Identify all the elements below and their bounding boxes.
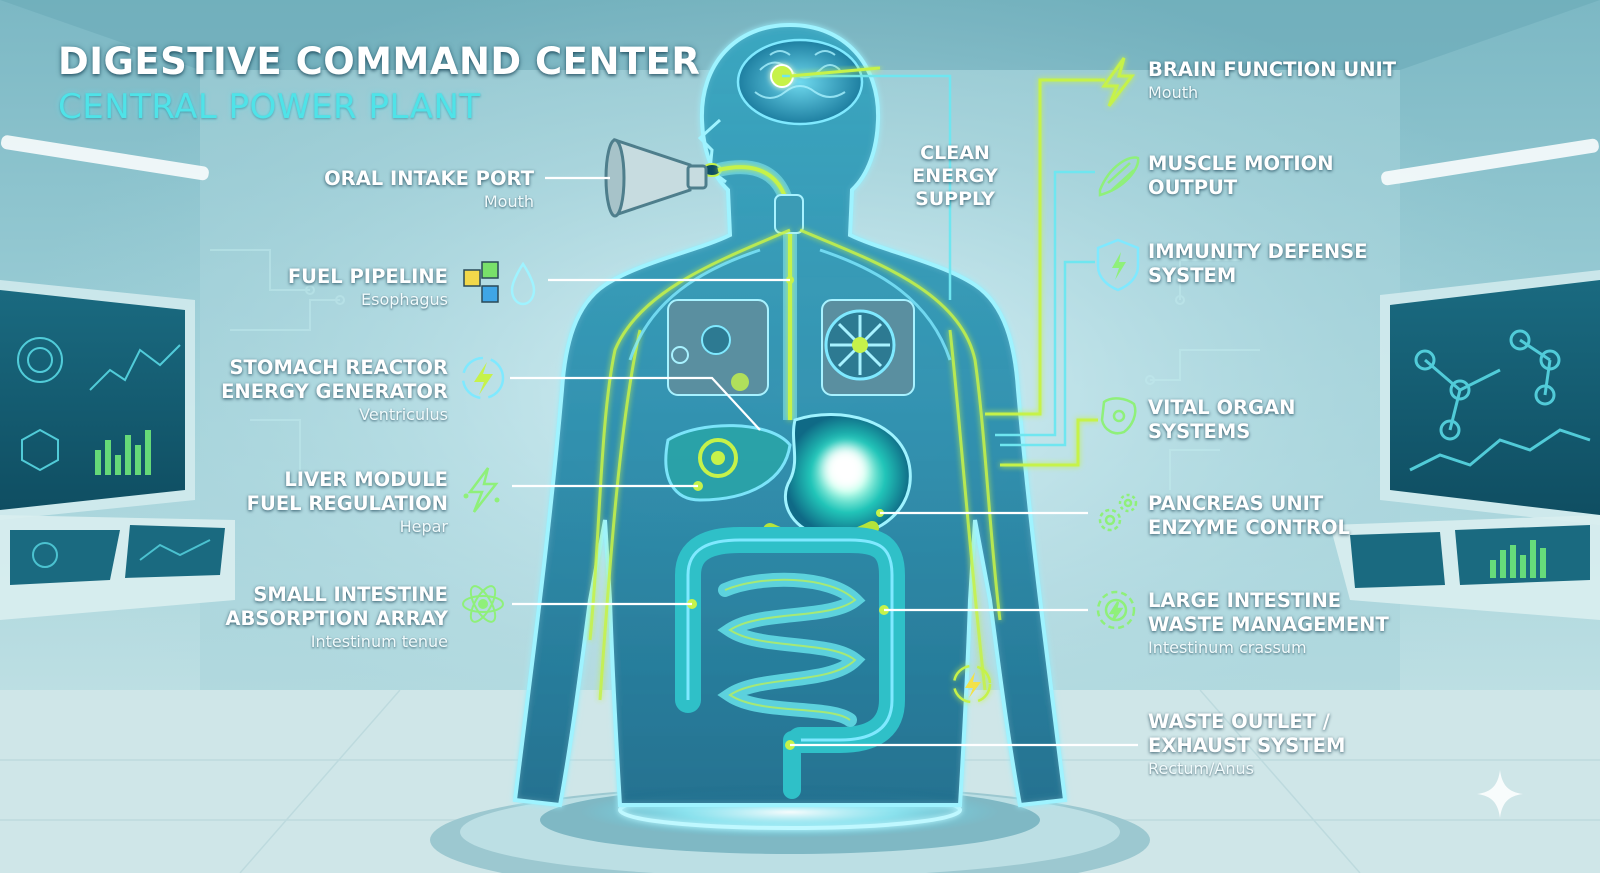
label-latin-name: Mouth	[483, 192, 534, 211]
sparkle-icon	[1477, 770, 1523, 818]
label-stomach-reactor: STOMACH REACTOR ENERGY GENERATOR Ventric…	[221, 356, 448, 426]
label-vital-organ-systems: VITAL ORGAN SYSTEMS	[1148, 396, 1295, 444]
left-leader-lines	[510, 176, 790, 606]
left-console	[0, 280, 235, 620]
label-heading: PANCREAS UNIT	[1148, 492, 1324, 515]
clean-energy-supply-label: CLEAN ENERGY SUPPLY	[908, 142, 1002, 211]
label-liver-module: LIVER MODULE FUEL REGULATION Hepar	[247, 468, 448, 538]
label-waste-outlet: WASTE OUTLET / EXHAUST SYSTEM Rectum/Anu…	[1148, 710, 1345, 780]
label-latin-name: Intestinum tenue	[310, 632, 448, 651]
label-heading: MUSCLE MOTION	[1148, 152, 1334, 175]
atom-icon	[462, 585, 504, 623]
label-muscle-motion-output: MUSCLE MOTION OUTPUT	[1148, 152, 1334, 200]
label-latin-name: Hepar	[399, 517, 448, 536]
label-heading: ENZYME CONTROL	[1148, 516, 1350, 539]
lightning-icon	[463, 467, 500, 513]
energy-spark-icon	[952, 664, 992, 704]
label-heading: WASTE MANAGEMENT	[1148, 613, 1389, 636]
organ-icon	[1100, 397, 1137, 435]
label-latin-name: Esophagus	[361, 290, 448, 309]
organ-illustration	[588, 160, 1002, 799]
label-heading: FUEL PIPELINE	[287, 265, 448, 288]
page-subtitle: CENTRAL POWER PLANT	[58, 87, 481, 127]
lightning-cycle-icon	[461, 356, 505, 400]
right-console	[1330, 270, 1600, 620]
gears-icon	[1098, 493, 1138, 532]
label-heading: SMALL INTESTINE	[253, 583, 448, 606]
label-heading: ABSORPTION ARRAY	[225, 607, 448, 630]
label-heading: SYSTEMS	[1148, 420, 1251, 443]
muscle-icon	[1098, 156, 1140, 197]
megaphone-intake-icon	[604, 137, 708, 218]
label-small-intestine: SMALL INTESTINE ABSORPTION ARRAY Intesti…	[225, 583, 448, 653]
label-heading: ORAL INTAKE PORT	[324, 167, 534, 190]
label-heading: OUTPUT	[1148, 176, 1238, 199]
label-heading: IMMUNITY DEFENSE	[1148, 240, 1368, 263]
label-pancreas-unit: PANCREAS UNIT ENZYME CONTROL	[1148, 492, 1350, 540]
label-heading: WASTE OUTLET /	[1148, 710, 1330, 733]
gear-icon	[1096, 590, 1136, 630]
label-heading: ENERGY GENERATOR	[221, 380, 448, 403]
center-note-line: SUPPLY	[915, 188, 995, 210]
shield-icon	[1096, 238, 1140, 292]
brain-lightning-icon	[1101, 57, 1136, 107]
label-latin-name: Intestinum crassum	[1148, 638, 1307, 657]
label-heading: FUEL REGULATION	[246, 492, 448, 515]
label-brain-function-unit: BRAIN FUNCTION UNIT Mouth	[1148, 58, 1396, 104]
label-large-intestine: LARGE INTESTINE WASTE MANAGEMENT Intesti…	[1148, 589, 1389, 659]
label-latin-name: Ventriculus	[359, 405, 448, 424]
label-latin-name: Rectum/Anus	[1148, 759, 1254, 778]
label-heading: VITAL ORGAN	[1148, 396, 1296, 419]
label-heading: EXHAUST SYSTEM	[1148, 734, 1346, 757]
right-leader-lines	[782, 66, 1138, 747]
label-latin-name: Mouth	[1148, 83, 1199, 102]
label-heading: SYSTEM	[1148, 264, 1237, 287]
page-title: DIGESTIVE COMMAND CENTER	[58, 40, 701, 83]
fuel-cubes-droplet-icon	[463, 261, 536, 306]
title-block: DIGESTIVE COMMAND CENTER CENTRAL POWER P…	[58, 40, 700, 127]
label-heading: LARGE INTESTINE	[1148, 589, 1342, 612]
center-note-line: CLEAN	[920, 142, 990, 164]
label-fuel-pipeline: FUEL PIPELINE Esophagus	[288, 265, 448, 311]
label-heading: BRAIN FUNCTION UNIT	[1148, 58, 1397, 81]
label-immunity-defense-system: IMMUNITY DEFENSE SYSTEM	[1148, 240, 1368, 288]
center-note-line: ENERGY	[912, 165, 998, 187]
label-heading: LIVER MODULE	[284, 468, 448, 491]
label-heading: STOMACH REACTOR	[229, 356, 448, 379]
label-oral-intake-port: ORAL INTAKE PORT Mouth	[324, 167, 534, 213]
